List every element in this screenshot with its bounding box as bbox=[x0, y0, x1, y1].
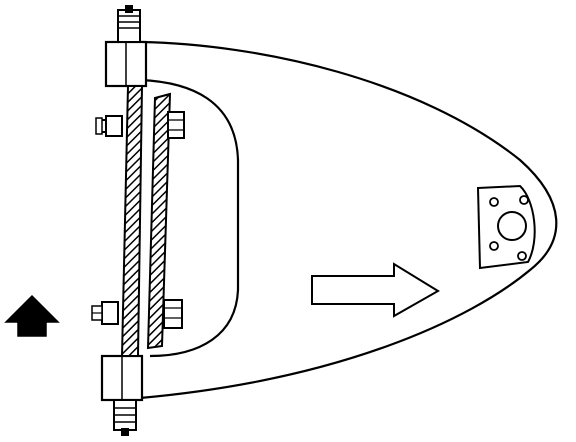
upper-bushing-housing bbox=[104, 40, 148, 88]
outward-arrow bbox=[311, 262, 440, 318]
inner-cutout bbox=[139, 78, 240, 358]
ball-joint-flange bbox=[476, 184, 536, 270]
alignment-shim bbox=[146, 92, 172, 350]
upper-nut bbox=[95, 111, 185, 139]
lower-nut bbox=[91, 299, 183, 329]
lower-mounting-bolt bbox=[113, 399, 137, 436]
lower-bushing-housing bbox=[100, 354, 144, 402]
upper-mounting-bolt bbox=[117, 5, 141, 43]
control-arm-body bbox=[139, 40, 558, 400]
pivot-shaft bbox=[120, 85, 144, 357]
forward-arrow bbox=[4, 294, 60, 337]
